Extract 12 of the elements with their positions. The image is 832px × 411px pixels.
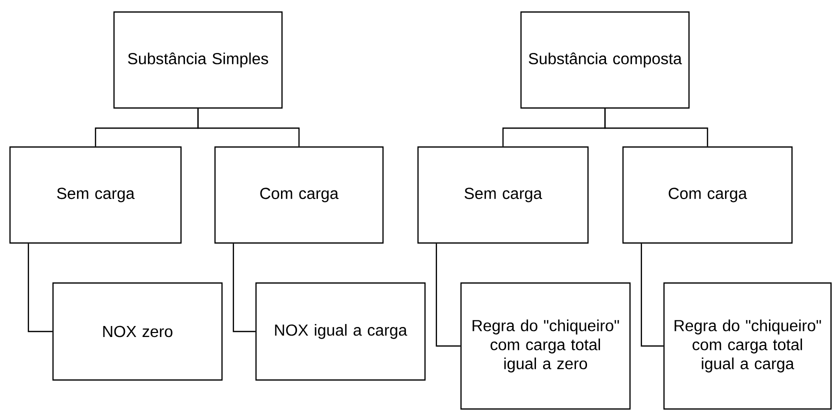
category-box: Substância Simples <box>113 11 283 109</box>
connector-line <box>197 108 300 146</box>
branch-box: Sem carga <box>417 146 589 244</box>
connector-line <box>28 244 52 332</box>
branch-box: Sem carga <box>9 146 182 244</box>
connector-line <box>640 244 664 347</box>
branch-box: Com carga <box>622 146 793 244</box>
connector-line <box>436 244 460 347</box>
connector-line <box>232 244 256 332</box>
branch-box: Com carga <box>214 146 384 244</box>
category-box: Substância composta <box>520 11 690 109</box>
connector-line <box>604 108 708 146</box>
